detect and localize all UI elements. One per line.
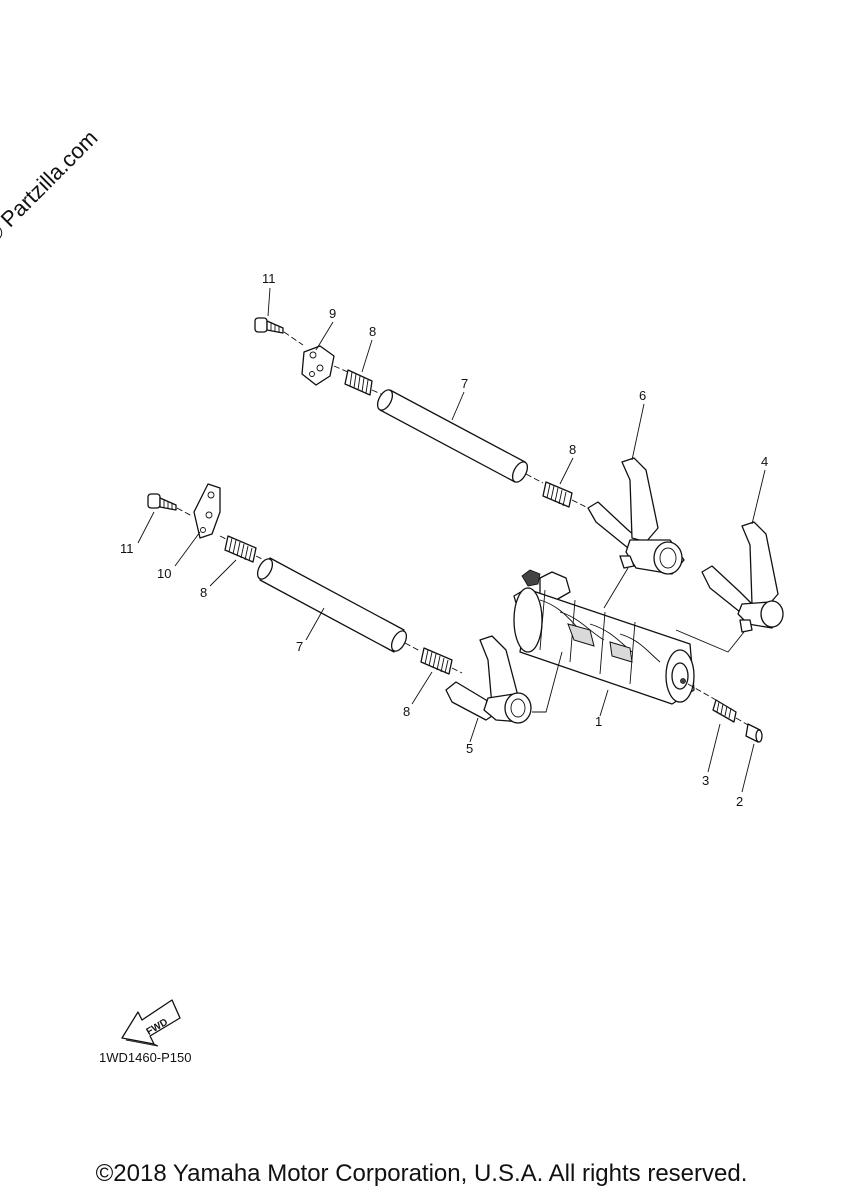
bolt-upper[interactable]: [254, 317, 284, 334]
spring-upper-left[interactable]: [344, 369, 373, 396]
spring-lower-right[interactable]: [420, 647, 453, 675]
fwd-arrow-icon: FWD: [121, 999, 181, 1047]
pin-2[interactable]: [745, 723, 763, 743]
shift-fork-4[interactable]: [701, 521, 784, 633]
callout-8-upper-right: 8: [569, 442, 576, 457]
callout-11-lower: 11: [120, 541, 134, 556]
callout-7-lower: 7: [296, 639, 303, 654]
diagram-code: 1WD1460-P150: [99, 1050, 192, 1065]
spring-upper-right[interactable]: [542, 481, 573, 508]
callout-11-upper: 11: [262, 271, 276, 286]
bolt-lower[interactable]: [147, 493, 177, 511]
copyright-notice: ©2018 Yamaha Motor Corporation, U.S.A. A…: [95, 1160, 748, 1187]
shift-fork-6[interactable]: [587, 457, 685, 575]
stopper-plate-upper[interactable]: [301, 345, 335, 386]
stopper-plate-lower[interactable]: [193, 483, 221, 539]
callout-9: 9: [329, 306, 336, 321]
callout-7-upper: 7: [461, 376, 468, 391]
shift-drum[interactable]: [513, 569, 695, 705]
spring-lower-left[interactable]: [224, 535, 257, 563]
callout-8-lower-left: 8: [200, 585, 207, 600]
spring-3[interactable]: [712, 699, 737, 723]
callout-8-lower-right: 8: [403, 704, 410, 719]
callout-8-upper-left: 8: [369, 324, 376, 339]
callout-2: 2: [736, 794, 743, 809]
shift-fork-guide-bar-upper[interactable]: [375, 387, 531, 484]
callout-3: 3: [702, 773, 709, 788]
callout-1: 1: [595, 714, 602, 729]
callout-6: 6: [639, 388, 646, 403]
shift-fork-5[interactable]: [445, 635, 532, 724]
shift-fork-guide-bar-lower[interactable]: [255, 556, 410, 653]
callout-5: 5: [466, 741, 473, 756]
callout-10: 10: [157, 566, 171, 581]
callout-4: 4: [761, 454, 768, 469]
